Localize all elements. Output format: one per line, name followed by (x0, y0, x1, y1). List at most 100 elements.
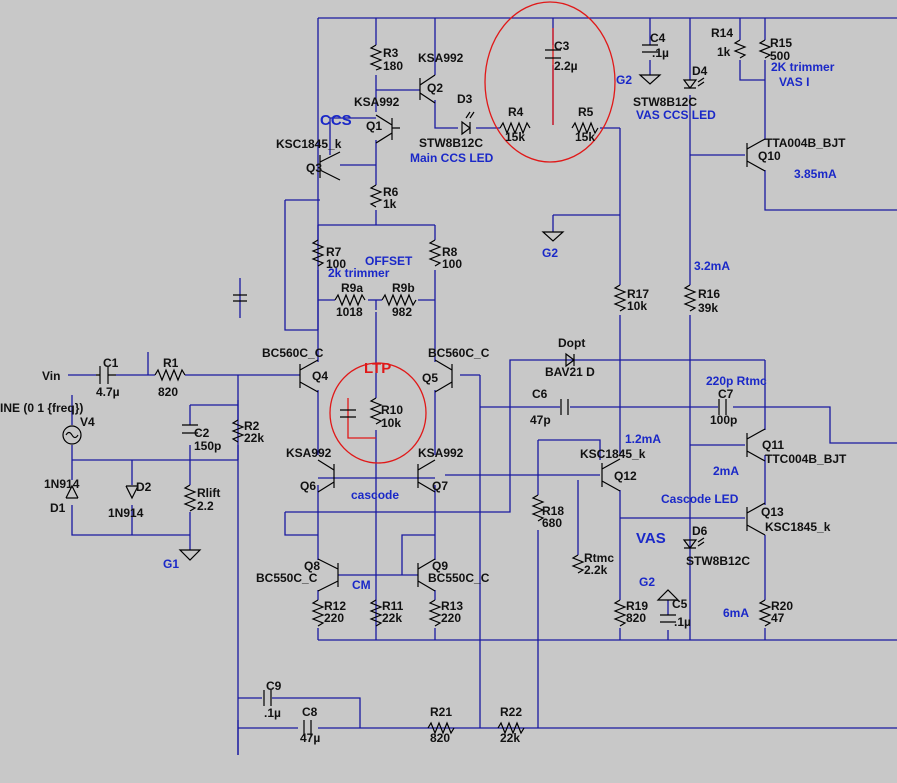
c4-label: C4 (650, 31, 666, 45)
note-current-1-2: 1.2mA (625, 432, 661, 446)
rtmc-label: Rtmc (584, 551, 614, 565)
ground-g2-mid (541, 231, 565, 242)
r1-label: R1 (163, 356, 179, 370)
note-cascode-led: Cascode LED (661, 492, 739, 506)
note-current-3-2: 3.2mA (694, 259, 730, 273)
c6-label: C6 (532, 387, 548, 401)
q4-symbol (299, 359, 319, 393)
q9-label: Q9 (432, 559, 448, 573)
c3-r4-r5-highlight-circle (484, 1, 616, 163)
r12-value: 220 (324, 611, 344, 625)
q8-label: Q8 (304, 559, 320, 573)
note-current-3-85: 3.85mA (794, 167, 837, 181)
r8-label: R8 (442, 245, 458, 259)
r7-value: 100 (326, 257, 346, 271)
r6-value: 1k (383, 197, 397, 211)
dopt-part: BAV21 D (545, 365, 595, 379)
q2-symbol (419, 74, 436, 104)
dopt-symbol (565, 352, 575, 368)
q4-part: BC560C_C (262, 346, 324, 360)
note-vas-ccs-led: VAS CCS LED (636, 108, 716, 122)
q9-symbol (417, 558, 436, 592)
r10-label: R10 (381, 403, 403, 417)
q1-label: Q1 (366, 119, 382, 133)
g2-label-bottom: G2 (639, 575, 655, 589)
rlift-symbol (183, 484, 197, 512)
note-vas-i: VAS I (779, 75, 809, 89)
r13-symbol (428, 599, 442, 627)
dopt-label: Dopt (558, 336, 585, 350)
r3-symbol (369, 44, 383, 71)
q10-part: TTA004B_BJT (765, 136, 846, 150)
q7-label: Q7 (432, 479, 448, 493)
d2-part: 1N914 (108, 506, 144, 520)
c6-value: 47p (530, 413, 551, 427)
note-2k-trimmer: 2K trimmer (771, 60, 835, 74)
r10-highlight-wire (347, 398, 376, 439)
c7-label: C7 (718, 387, 734, 401)
r10-highlight-circle (329, 362, 427, 464)
r20-symbol (758, 599, 772, 627)
r22-symbol (497, 721, 525, 735)
r9a-label: R9a (341, 281, 363, 295)
r8-value: 100 (442, 257, 462, 271)
r18-label: R18 (542, 504, 564, 518)
c5-value: .1µ (674, 615, 691, 629)
q10-symbol (746, 138, 766, 172)
c1-value: 4.7µ (96, 385, 120, 399)
r11-value: 22k (382, 611, 402, 625)
r5-symbol (571, 121, 599, 135)
r9a-symbol (334, 293, 366, 307)
r9a-value: 1018 (336, 305, 363, 319)
r2-symbol (231, 419, 245, 443)
r10-value: 10k (381, 416, 401, 430)
rtmc-symbol (571, 554, 585, 574)
ground-g2-top (638, 74, 662, 85)
r16-value: 39k (698, 301, 718, 315)
q13-label: Q13 (761, 505, 784, 519)
r20-value: 47 (771, 611, 785, 625)
note-rtmc-220p: 220p Rtmc (706, 374, 767, 388)
c5-label: C5 (672, 597, 688, 611)
r14-value: 1k (717, 45, 731, 59)
note-current-2: 2mA (713, 464, 739, 478)
r6-label: R6 (383, 185, 399, 199)
r5-value: 15k (575, 130, 595, 144)
c1-label: C1 (103, 356, 119, 370)
r12-label: R12 (324, 599, 346, 613)
r13-value: 220 (441, 611, 461, 625)
c3-symbol (545, 49, 561, 59)
c3-label: C3 (554, 39, 570, 53)
c2-label: C2 (194, 426, 210, 440)
d1-part: 1N914 (44, 477, 80, 491)
v4-symbol (62, 425, 82, 445)
r16-symbol (683, 284, 697, 312)
note-2k-trimmer-small: 2k trimmer (328, 266, 390, 280)
c7-symbol (718, 399, 727, 415)
c9-label: C9 (266, 679, 282, 693)
rtmc-value: 2.2k (584, 563, 608, 577)
r8-symbol (428, 239, 442, 267)
r18-symbol (531, 494, 545, 522)
r21-label: R21 (430, 705, 452, 719)
components (62, 39, 772, 736)
c6-symbol (560, 399, 569, 415)
r2-label: R2 (244, 419, 260, 433)
d6-label: D6 (692, 524, 708, 538)
g2-label-top: G2 (616, 73, 632, 87)
annotation-notes: CCS LTP VAS Main CCS LED VAS CCS LED 2K … (320, 60, 837, 620)
v4-source: INE (0 1 {freq}) (0, 401, 83, 415)
d2-symbol (125, 485, 139, 500)
r14-symbol (733, 39, 747, 59)
rlift-label: Rlift (197, 486, 220, 500)
q8-part: BC550C_C (256, 571, 318, 585)
q12-symbol (601, 458, 621, 492)
r7-label: R7 (326, 245, 342, 259)
r1-symbol (154, 368, 186, 382)
r17-label: R17 (627, 287, 649, 301)
r21-value: 820 (430, 731, 450, 745)
q7-symbol (417, 459, 436, 493)
q3-label: Q3 (306, 161, 322, 175)
v4-label: V4 (80, 415, 95, 429)
